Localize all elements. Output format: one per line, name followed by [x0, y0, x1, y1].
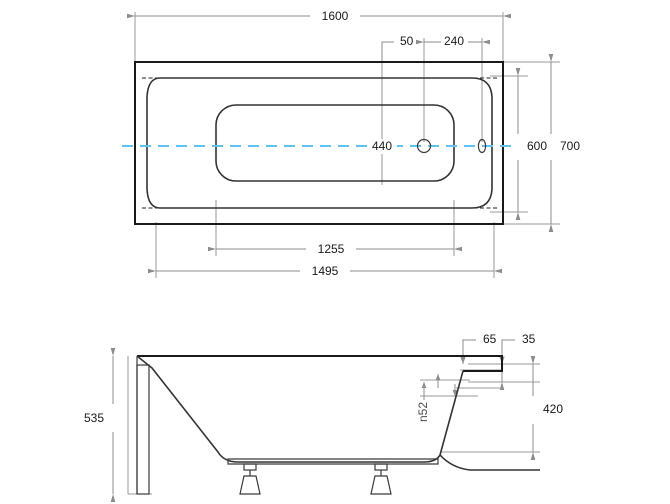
- dimension-label-n52: n52: [416, 402, 430, 422]
- dimension-1495: 1495: [148, 264, 502, 278]
- dimension-label-420: 420: [543, 402, 563, 416]
- rim-detail-ticks: [435, 374, 458, 396]
- dimension-600: 600: [515, 68, 547, 220]
- dimension-label-1600: 1600: [322, 9, 349, 23]
- tub-rim-profile: [137, 355, 503, 372]
- dimension-label-1255: 1255: [318, 242, 345, 256]
- plan-view-group: 1600 50 240 440: [122, 9, 580, 278]
- dimension-700: 700: [548, 54, 580, 232]
- dimension-label-600: 600: [527, 139, 547, 153]
- overflow-hole-icon: [477, 138, 487, 154]
- dimension-label-1495: 1495: [312, 264, 339, 278]
- dimension-440-backdrop: [367, 139, 397, 154]
- dimension-label-535: 535: [84, 411, 104, 425]
- dimension-535: 535: [84, 348, 116, 502]
- support-foot: [370, 463, 392, 495]
- tub-base-plate: [227, 458, 439, 465]
- dimension-50: 50: [381, 34, 414, 62]
- support-foot: [239, 463, 261, 495]
- dimension-1255: 1255: [208, 242, 462, 256]
- dimension-label-700: 700: [560, 139, 580, 153]
- dimension-label-440: 440: [372, 139, 392, 153]
- dimension-420: 420: [530, 356, 563, 460]
- dimension-label-240: 240: [444, 34, 464, 48]
- dimension-label-65: 65: [483, 332, 497, 346]
- tub-base-outline: [215, 104, 455, 182]
- side-elevation-group: 65 35 n52 420: [84, 332, 563, 502]
- tub-bowl-outline: [146, 77, 493, 209]
- drain-hole-icon: [416, 138, 432, 154]
- dimension-240: 240: [416, 34, 490, 48]
- dimension-label-50: 50: [400, 34, 414, 48]
- tub-right-outer-curve: [439, 454, 540, 471]
- dimension-n52: n52: [416, 382, 430, 422]
- tub-bowl-profile: [136, 355, 464, 463]
- dimension-label-35: 35: [522, 332, 536, 346]
- dimension-1600: 1600: [127, 9, 511, 23]
- tub-outer-rim: [134, 61, 504, 225]
